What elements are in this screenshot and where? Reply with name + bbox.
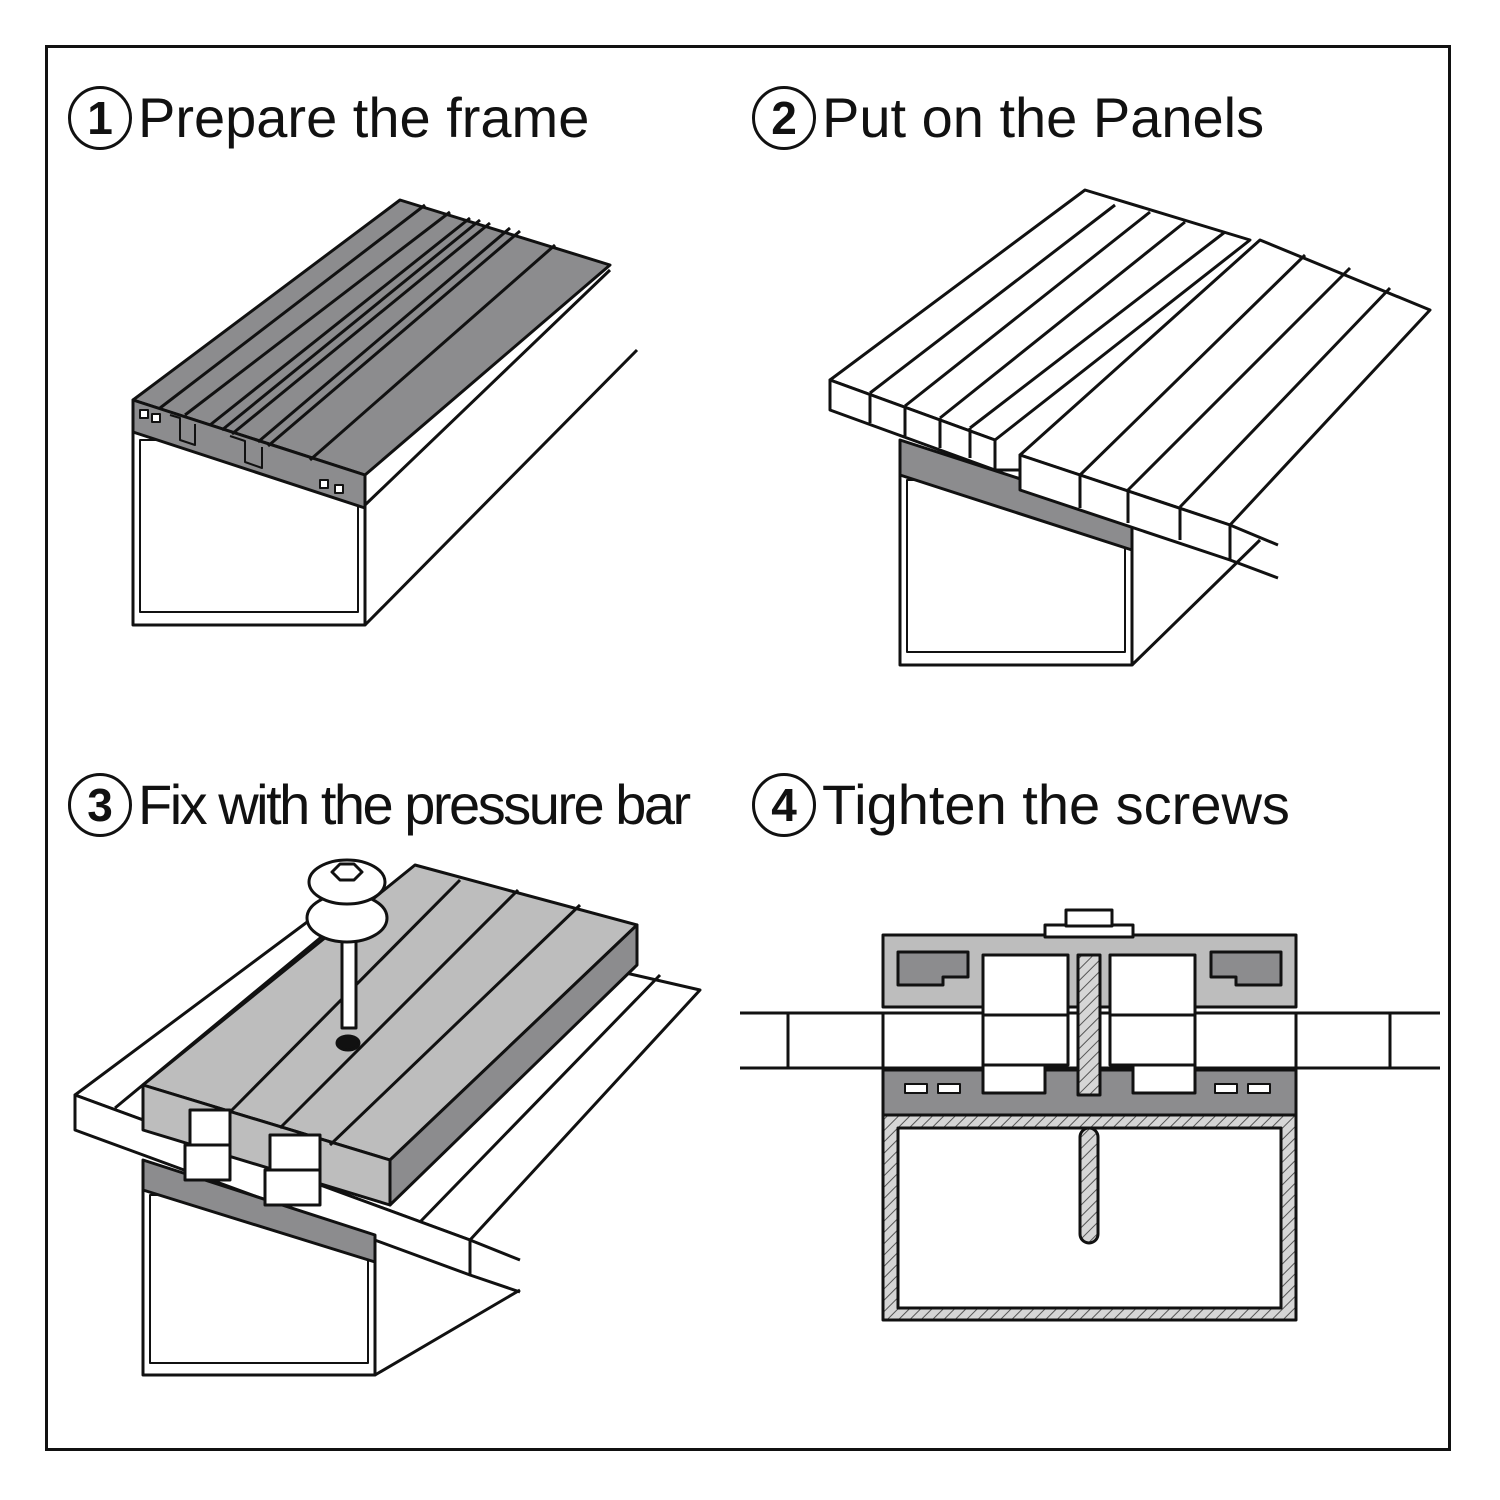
step-3-pressure-bar-illustration bbox=[73, 858, 702, 1377]
step-1-label: Prepare the frame bbox=[138, 86, 590, 149]
step-1-number-circle: 1 bbox=[68, 86, 132, 150]
step-3-title: 3 Fix with the pressure bar bbox=[68, 765, 691, 845]
step-4-number-circle: 4 bbox=[752, 773, 816, 837]
diagram-frame bbox=[45, 45, 1451, 1451]
step-4-title: 4 Tighten the screws bbox=[752, 765, 1290, 845]
step-2-label: Put on the Panels bbox=[822, 86, 1265, 149]
step-2-title: 2 Put on the Panels bbox=[752, 78, 1264, 158]
step-2-number-circle: 2 bbox=[752, 86, 816, 150]
step-4-screw-section-illustration bbox=[740, 908, 1440, 1322]
step-2-panels-illustration bbox=[828, 188, 1432, 667]
step-1-title: 1 Prepare the frame bbox=[68, 78, 589, 158]
step-3-label: Fix with the pressure bar bbox=[138, 773, 691, 836]
step-4-label: Tighten the screws bbox=[822, 773, 1290, 836]
step-3-number-circle: 3 bbox=[68, 773, 132, 837]
step-1-frame-illustration bbox=[131, 198, 639, 627]
